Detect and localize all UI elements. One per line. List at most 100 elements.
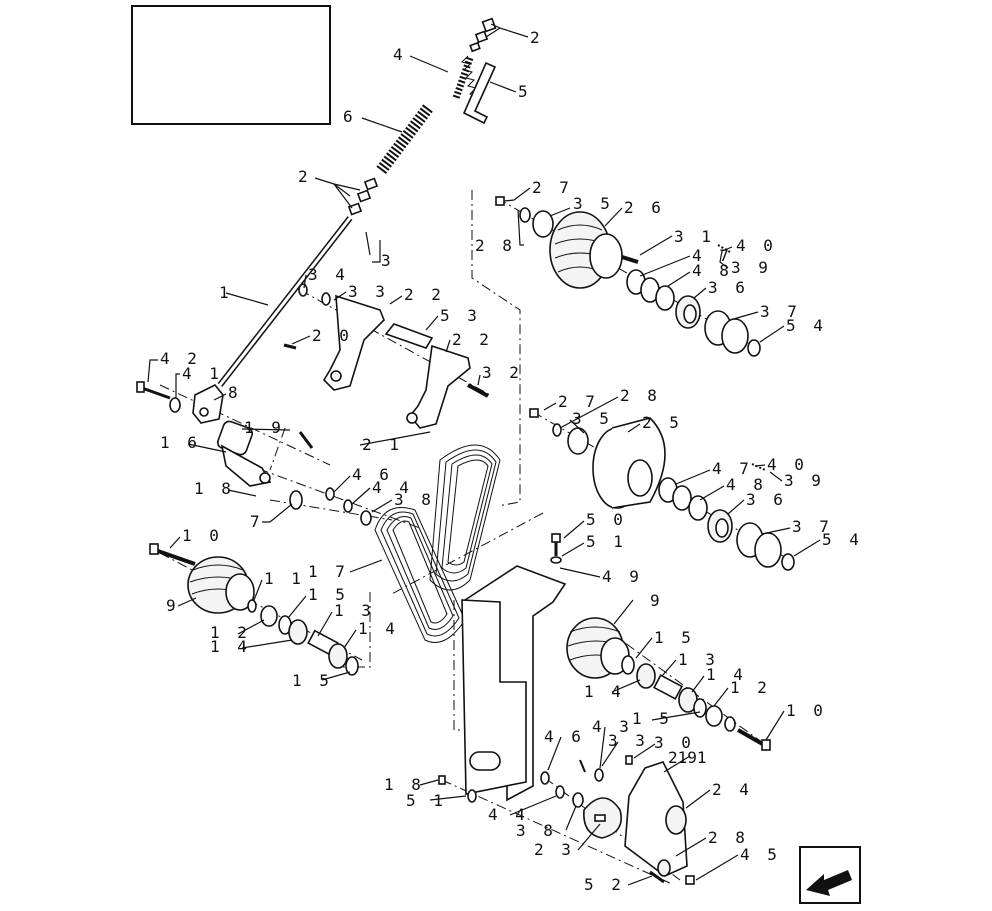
washer-35b (567, 427, 589, 455)
callout-7: 7 (250, 512, 264, 531)
callout-25: 2 5 (642, 413, 683, 432)
callout-49: 4 9 (602, 567, 643, 586)
callout-40b: 4 0 (767, 455, 808, 474)
callout-38a: 3 8 (394, 490, 435, 509)
pulley-9a (187, 556, 255, 614)
bearing-14a (288, 619, 308, 645)
rod-1 (217, 216, 353, 387)
bracket-49-side (461, 599, 527, 795)
idler-16 (217, 420, 272, 487)
arm-22a (322, 294, 385, 391)
callout-4: 4 (393, 45, 407, 64)
callout-27b: 2 7 (558, 392, 599, 411)
washer-11 (247, 599, 257, 613)
ring-15c (621, 655, 635, 675)
callout-34: 3 4 (308, 265, 349, 284)
callout-11: 1 1 (264, 569, 305, 588)
callout-15b: 1 5 (292, 671, 333, 690)
callout-48a: 4 8 (692, 261, 733, 280)
bearing-12a (260, 605, 278, 627)
callout-40a: 4 0 (736, 236, 777, 255)
callout-2a: 2 (530, 28, 544, 47)
callout-27a: 2 7 (532, 178, 573, 197)
ring-15b (345, 656, 359, 676)
bearing-14c (636, 663, 656, 689)
bolt-42 (136, 381, 171, 400)
callout-47a: 4 7 (692, 246, 733, 265)
callout-12b: 1 2 (730, 678, 771, 697)
washer-41 (169, 397, 181, 413)
callout-18a: 1 8 (194, 479, 235, 498)
washer-46b (540, 771, 550, 785)
callout-15a: 1 5 (308, 585, 349, 604)
ring-48b (655, 285, 675, 311)
callout-17: 1 7 (308, 562, 349, 581)
bolt-50 (551, 533, 561, 556)
callout-35a: 3 5 (573, 194, 614, 213)
washer-51b (467, 789, 477, 803)
callout-14b: 1 4 (358, 619, 399, 638)
bolt-10b (737, 728, 771, 751)
washer-28b (552, 423, 562, 437)
callout-24: 2 4 (712, 780, 753, 799)
callout-53: 5 3 (440, 306, 481, 325)
callout-50: 5 0 (586, 510, 627, 529)
ring-37d (754, 532, 782, 568)
callout-42: 4 2 (160, 349, 201, 368)
callout-30: 3 0 (654, 733, 695, 752)
callout-18b: 1 8 (384, 775, 425, 794)
callout-36a: 3 6 (708, 278, 749, 297)
callout-36b: 3 6 (746, 490, 787, 509)
ring-48c (672, 485, 692, 511)
callout-2b: 2 (298, 167, 312, 186)
callout-54b: 5 4 (822, 530, 863, 549)
bolt-30 (625, 755, 633, 765)
callout-9b: 9 (650, 591, 664, 610)
callout-16: 1 6 (160, 433, 201, 452)
bolt-52 (649, 870, 665, 884)
callout-48b: 4 8 (726, 475, 767, 494)
back-arrow-icon[interactable] (799, 846, 861, 904)
callout-28b: 2 8 (620, 386, 661, 405)
ring-54a (747, 339, 761, 357)
pin-3 (365, 231, 371, 256)
washer-7 (289, 490, 303, 510)
title-box (131, 5, 331, 125)
bearing-12b (705, 705, 723, 727)
callout-13a: 1 3 (334, 601, 375, 620)
pulley-9b (566, 617, 630, 679)
callout-45: 4 5 (740, 845, 781, 864)
clevis-8 (192, 383, 224, 424)
callout-5: 5 (518, 82, 532, 101)
belt-21 (429, 444, 501, 591)
callout-15d: 1 5 (632, 709, 673, 728)
bolt-32 (467, 383, 489, 398)
bolt-27a (495, 196, 505, 206)
pulley-26 (549, 211, 623, 289)
callout-52: 5 2 (584, 875, 625, 894)
callout-22a: 2 2 (404, 285, 445, 304)
callout-2191: 2191 (668, 748, 707, 767)
bracket-5 (462, 61, 497, 125)
callout-26: 2 6 (624, 198, 665, 217)
callout-33b: 3 3 (608, 731, 649, 750)
bolt-10a (149, 543, 196, 566)
callout-14c: 1 4 (584, 682, 625, 701)
callout-32: 3 2 (482, 363, 523, 382)
callout-37b: 3 7 (792, 517, 833, 536)
callout-13b: 1 3 (678, 650, 719, 669)
bolt-45 (685, 875, 695, 885)
callout-54a: 5 4 (786, 316, 827, 335)
washer-38b (572, 792, 584, 808)
ring-37b (721, 318, 749, 354)
callout-33a: 3 3 (348, 282, 389, 301)
washer-33b (594, 768, 604, 782)
washer-12c (724, 716, 736, 732)
small-spring (452, 55, 479, 103)
callout-10a: 1 0 (182, 526, 223, 545)
callout-28a: 2 8 (475, 236, 516, 255)
washer-34 (298, 283, 308, 297)
callout-20: 2 0 (312, 326, 353, 345)
washer-38a (360, 510, 372, 526)
